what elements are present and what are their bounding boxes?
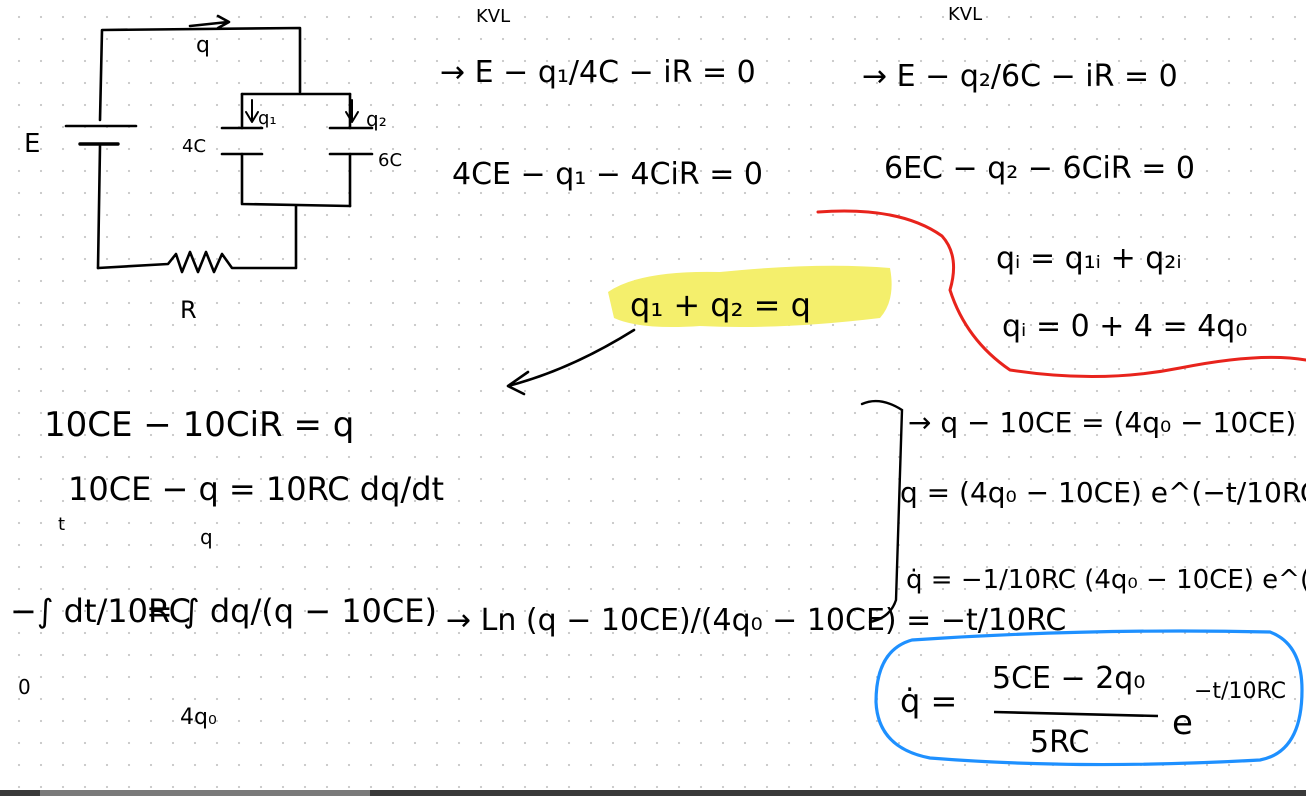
integral-left-lower-limit: 0 [18, 675, 31, 699]
integral-left: −∫ dt/10RC [10, 592, 191, 630]
current-label: q [196, 33, 210, 58]
scrollbar-thumb[interactable] [40, 790, 370, 796]
yellow-highlight [608, 265, 892, 327]
solution-block: → q − 10CE = (4q₀ − 10CE) e^(−t/10RC) q … [900, 406, 1306, 595]
boxed-denominator: 5RC [1030, 725, 1089, 760]
kvl-left-line1: → E − q₁/4C − iR = 0 [440, 55, 756, 90]
log-result: → Ln (q − 10CE)/(4q₀ − 10CE) = −t/10RC [446, 603, 1066, 638]
kvl-left-line2: 4CE − q₁ − 4CiR = 0 [452, 157, 763, 192]
red-divider-stroke [816, 209, 1306, 378]
initial-line2: qᵢ = 0 + 4 = 4q₀ [1002, 309, 1247, 344]
arrow-icon [506, 328, 636, 396]
integral-right-lower-limit: 4q₀ [180, 705, 217, 730]
kvl-left-heading: KVL [476, 6, 510, 27]
boxed-exp-base: e [1172, 703, 1193, 743]
resistor-label: R [180, 296, 197, 324]
kvl-right-heading: KVL [948, 4, 982, 25]
fraction-bar [993, 710, 1159, 718]
initial-line1: qᵢ = q₁ᵢ + q₂ᵢ [996, 241, 1182, 276]
derivation-block: 10CE − 10CiR = q 10CE − q = 10RC dq/dt t… [10, 405, 1066, 730]
source-label: E [24, 129, 40, 159]
boxed-result: q̇ = 5CE − 2q₀ 5RC e −t/10RC [900, 661, 1286, 760]
derivation-line2: 10CE − q = 10RC dq/dt [68, 470, 444, 508]
blue-result-box [874, 629, 1304, 767]
cap1-label: 4C [182, 136, 206, 157]
kvl-left-block: KVL → E − q₁/4C − iR = 0 4CE − q₁ − 4CiR… [440, 6, 763, 192]
solution-line2: q = (4q₀ − 10CE) e^(−t/10RC) + 10CE [900, 476, 1306, 509]
cap2-label: 6C [378, 150, 402, 171]
charge-sum-equation: q₁ + q₂ = q [630, 286, 811, 324]
boxed-exponent: −t/10RC [1194, 679, 1286, 704]
initial-conditions-block: qᵢ = q₁ᵢ + q₂ᵢ qᵢ = 0 + 4 = 4q₀ [996, 241, 1247, 344]
horizontal-scrollbar[interactable] [0, 790, 1306, 796]
boxed-prefix: q̇ = [900, 682, 957, 720]
kvl-right-block: KVL → E − q₂/6C − iR = 0 6EC − q₂ − 6CiR… [862, 4, 1195, 186]
solution-line1: → q − 10CE = (4q₀ − 10CE) e^(−t/10RC) [908, 406, 1306, 439]
cap1-charge-label: q₁ [258, 108, 277, 129]
kvl-right-line1: → E − q₂/6C − iR = 0 [862, 59, 1178, 94]
solution-line3: q̇ = −1/10RC (4q₀ − 10CE) e^(−t/10RC) [906, 565, 1306, 595]
circuit-diagram [64, 14, 374, 274]
derivation-line1: 10CE − 10CiR = q [44, 405, 354, 445]
integral-left-upper-limit: t [58, 514, 65, 535]
integral-right-upper-limit: q [200, 525, 213, 549]
boxed-numerator: 5CE − 2q₀ [992, 661, 1145, 696]
kvl-right-line2: 6EC − q₂ − 6CiR = 0 [884, 151, 1195, 186]
cap2-charge-label: q₂ [366, 107, 387, 131]
bracket-stroke [860, 399, 904, 624]
integral-right: = ∫ dq/(q − 10CE) [146, 592, 437, 630]
